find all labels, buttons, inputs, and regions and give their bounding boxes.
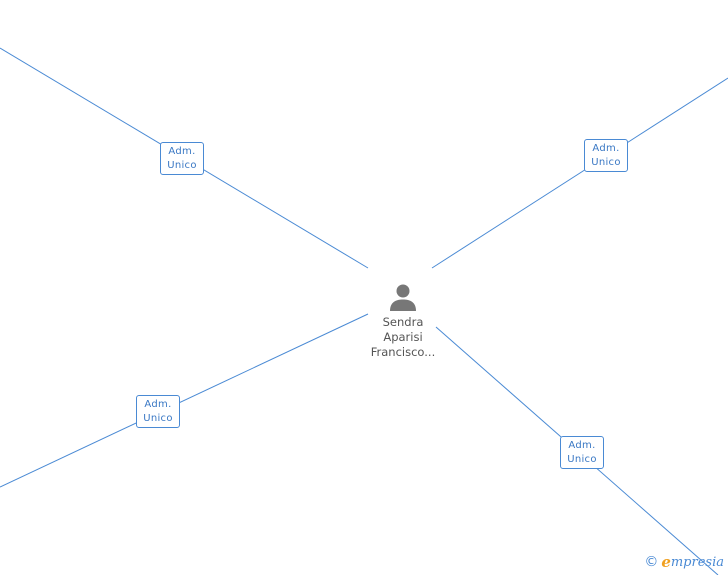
person-name-line: Sendra (382, 315, 424, 329)
person-name-line: Aparisi (383, 330, 423, 344)
edge-line-bottom-left (0, 313, 369, 488)
edge-label-role: Adm. (592, 143, 620, 154)
edge-label-type: Unico (567, 454, 597, 465)
edge-label-role: Adm. (168, 146, 196, 157)
person-node[interactable]: Sendra Aparisi Francisco... (360, 282, 446, 360)
edge-label-type: Unico (167, 160, 197, 171)
edge-line-top-right (431, 77, 728, 269)
person-name-line: Francisco... (370, 345, 436, 359)
edge-label-role: Adm. (568, 440, 596, 451)
edge-label-bottom-left[interactable]: Adm. Unico (136, 395, 180, 428)
edge-label-bottom-right[interactable]: Adm. Unico (560, 436, 604, 469)
edge-label-type: Unico (591, 157, 621, 168)
edge-label-role: Adm. (144, 399, 172, 410)
edge-label-top-left[interactable]: Adm. Unico (160, 142, 204, 175)
brand-logo-initial: e (661, 553, 671, 571)
empresia-watermark: © e mpresia (644, 553, 724, 571)
brand-logo-text: mpresia (670, 554, 724, 570)
edge-label-top-right[interactable]: Adm. Unico (584, 139, 628, 172)
person-name: Sendra Aparisi Francisco... (360, 315, 446, 360)
edge-label-type: Unico (143, 413, 173, 424)
person-icon (390, 284, 416, 311)
copyright-icon: © (644, 554, 659, 570)
